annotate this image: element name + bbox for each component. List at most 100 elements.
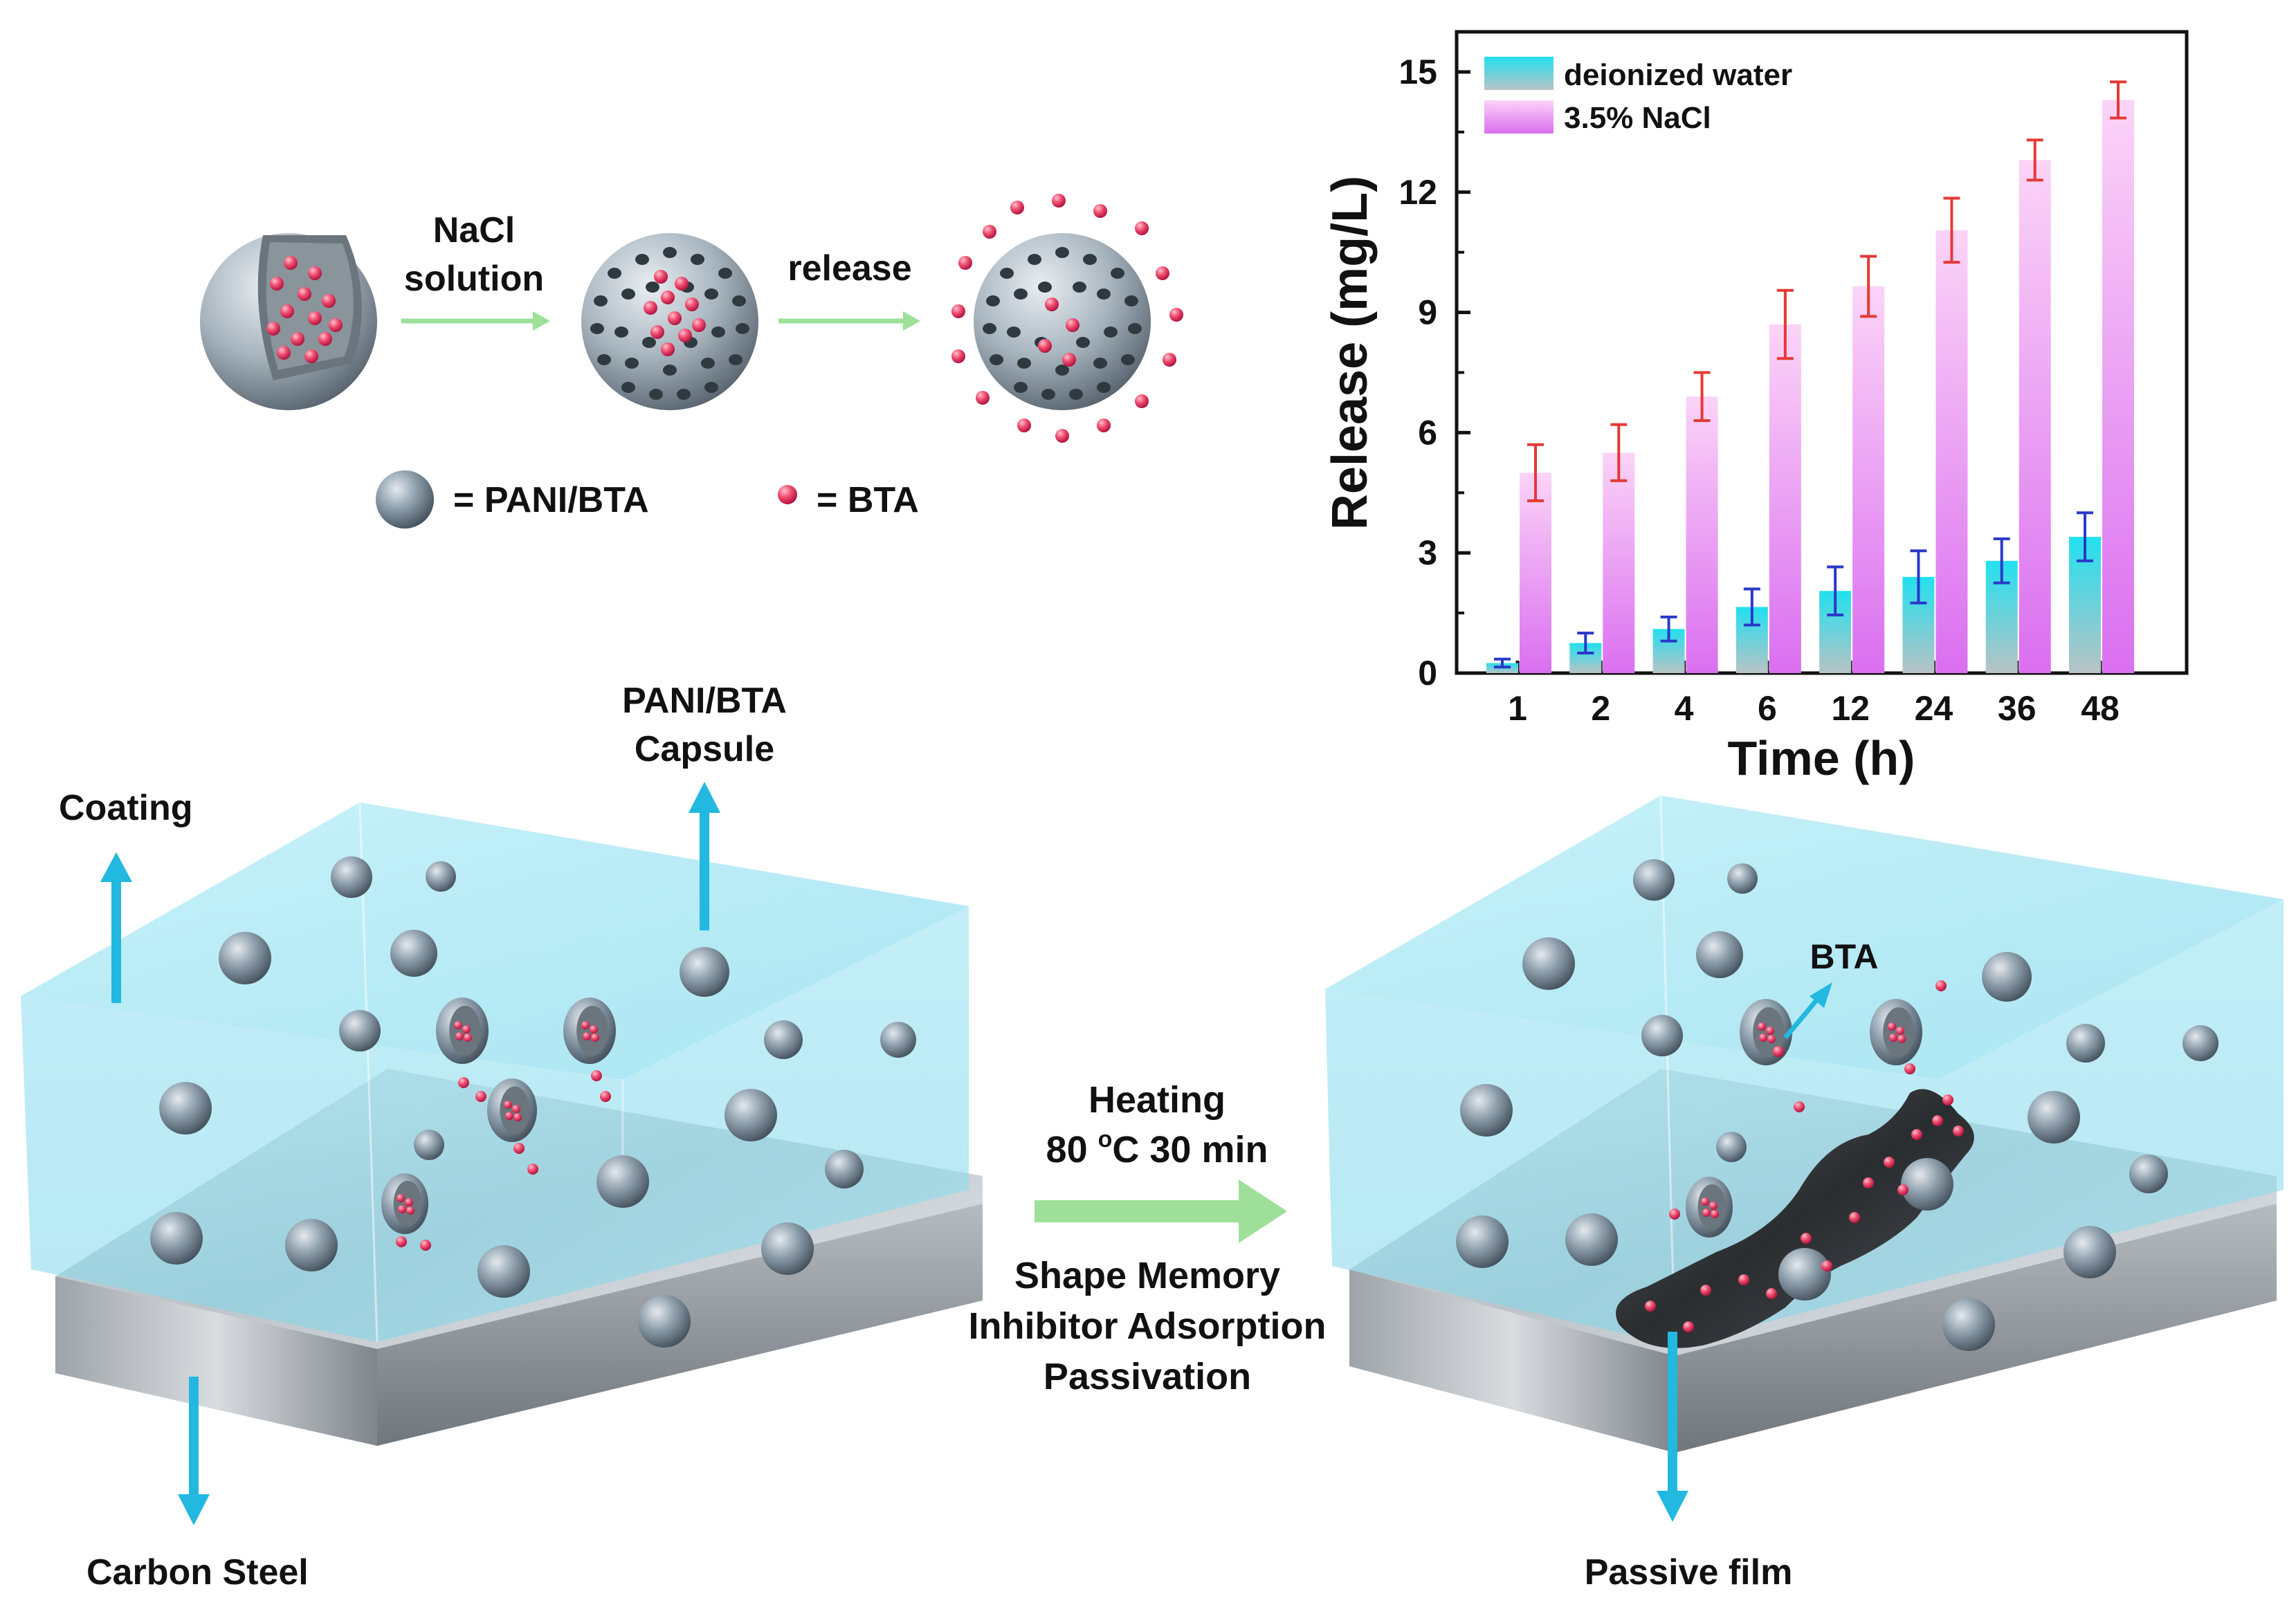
plot-frame xyxy=(1455,30,2189,675)
legend-nacl-label: 3.5% NaCl xyxy=(1564,101,1711,135)
bta-molecule xyxy=(396,1236,407,1247)
capsule-sphere xyxy=(390,930,437,977)
bta-molecule xyxy=(1849,1212,1860,1223)
error-bar xyxy=(1693,371,1711,422)
error-bar xyxy=(2026,138,2043,182)
pore xyxy=(608,268,621,279)
capsule-sphere xyxy=(1696,931,1743,978)
release-label: release xyxy=(787,248,911,288)
bta-molecule xyxy=(513,1143,525,1154)
bta-molecule xyxy=(512,1105,520,1113)
bta-molecule xyxy=(692,318,706,332)
bta-molecule xyxy=(983,225,996,239)
pore xyxy=(1014,382,1028,393)
bar-nacl xyxy=(1686,396,1718,673)
chart-legend: deionized water 3.5% NaCl xyxy=(1484,57,1792,135)
capsule-sphere xyxy=(339,1010,381,1052)
opened-capsules xyxy=(1669,980,1953,1238)
pore xyxy=(663,365,677,376)
capsule-sphere xyxy=(1460,1084,1513,1137)
capsule-sphere xyxy=(680,947,729,997)
capsule-sphere xyxy=(764,1020,803,1059)
pore xyxy=(663,247,677,258)
error-bar xyxy=(1910,549,1927,605)
pore xyxy=(704,382,718,393)
capsule-bta-cluster xyxy=(644,270,706,356)
legend-bta-label: = BTA xyxy=(817,480,919,520)
heating-time: C 30 min xyxy=(1112,1129,1268,1170)
bta-molecule xyxy=(1055,429,1069,443)
pore xyxy=(990,354,1003,365)
pore xyxy=(1014,288,1028,300)
pore xyxy=(729,354,742,365)
x-tick-label: 1 xyxy=(1508,689,1527,728)
pore xyxy=(1083,254,1097,265)
bta-dot-icon xyxy=(778,485,797,504)
error-bar xyxy=(2110,80,2126,120)
pore xyxy=(642,337,656,348)
bta-molecule xyxy=(1097,419,1111,432)
error-bar xyxy=(1776,288,1794,360)
bta-molecule xyxy=(318,332,332,346)
bta-molecule xyxy=(678,329,692,342)
pore xyxy=(1093,358,1107,369)
capsule-sphere xyxy=(1901,1158,1953,1211)
x-tick-label: 12 xyxy=(1831,689,1870,728)
bta-molecule xyxy=(1767,1035,1776,1043)
capsule-sphere xyxy=(1522,937,1575,990)
bta-molecule xyxy=(1888,1022,1896,1031)
bta-molecule xyxy=(475,1091,486,1102)
capsule-sphere xyxy=(477,1245,530,1298)
pore xyxy=(614,327,628,338)
bta-molecule xyxy=(1156,266,1169,280)
bta-molecule xyxy=(1766,1027,1774,1035)
heating-degree: o xyxy=(1098,1126,1113,1153)
bta-molecule xyxy=(1766,1288,1777,1299)
bta-molecule xyxy=(1163,353,1176,367)
nacl-label-2: solution xyxy=(404,259,544,299)
bta-molecule xyxy=(298,287,311,301)
x-axis-title: Time (h) xyxy=(1728,731,1915,785)
opened-capsule xyxy=(1870,999,1922,1065)
y-tick-label: 9 xyxy=(1418,293,1437,332)
bta-molecule xyxy=(1169,308,1183,322)
opened-capsule xyxy=(1740,999,1792,1065)
bta-molecule xyxy=(661,291,675,304)
pore xyxy=(1055,247,1069,258)
pore xyxy=(597,354,611,365)
legend-capsule-label: = PANI/BTA xyxy=(453,480,649,520)
bar-nacl xyxy=(1852,286,1885,673)
x-tick-label: 36 xyxy=(1998,689,2037,728)
bta-molecule xyxy=(277,346,291,360)
bta-molecule xyxy=(1669,1209,1680,1220)
process-diagram: NaCl solution release = PANI/BTA = BTA xyxy=(200,194,1183,529)
pore xyxy=(736,323,749,334)
bta-molecule xyxy=(685,297,699,311)
heating-temp: 80 xyxy=(1046,1129,1098,1170)
capsule-sphere xyxy=(1641,1015,1683,1056)
x-tick-label: 6 xyxy=(1758,689,1777,728)
bta-molecule xyxy=(505,1112,513,1120)
bta-molecule xyxy=(308,311,322,325)
pore xyxy=(983,323,996,334)
pore xyxy=(1097,288,1111,300)
error-bar xyxy=(1494,657,1511,669)
bta-molecule xyxy=(654,270,668,284)
error-bar xyxy=(1827,565,1844,616)
bta-molecule xyxy=(951,304,965,318)
error-bar xyxy=(1527,443,1544,502)
pore xyxy=(635,254,649,265)
bta-molecule xyxy=(504,1101,512,1109)
capsule-sphere xyxy=(1716,1132,1747,1162)
bar-nacl xyxy=(2102,100,2134,673)
capsule-sphere xyxy=(638,1295,691,1348)
pore xyxy=(1017,358,1031,369)
capsule-sphere xyxy=(825,1150,864,1188)
x-tick-label: 24 xyxy=(1915,689,1953,728)
pore xyxy=(621,382,635,393)
error-bar xyxy=(2077,511,2093,562)
pore xyxy=(590,323,604,334)
passive-film-arrow xyxy=(1657,1332,1688,1522)
bar-nacl xyxy=(1603,452,1635,673)
bta-molecule xyxy=(1709,1202,1718,1210)
